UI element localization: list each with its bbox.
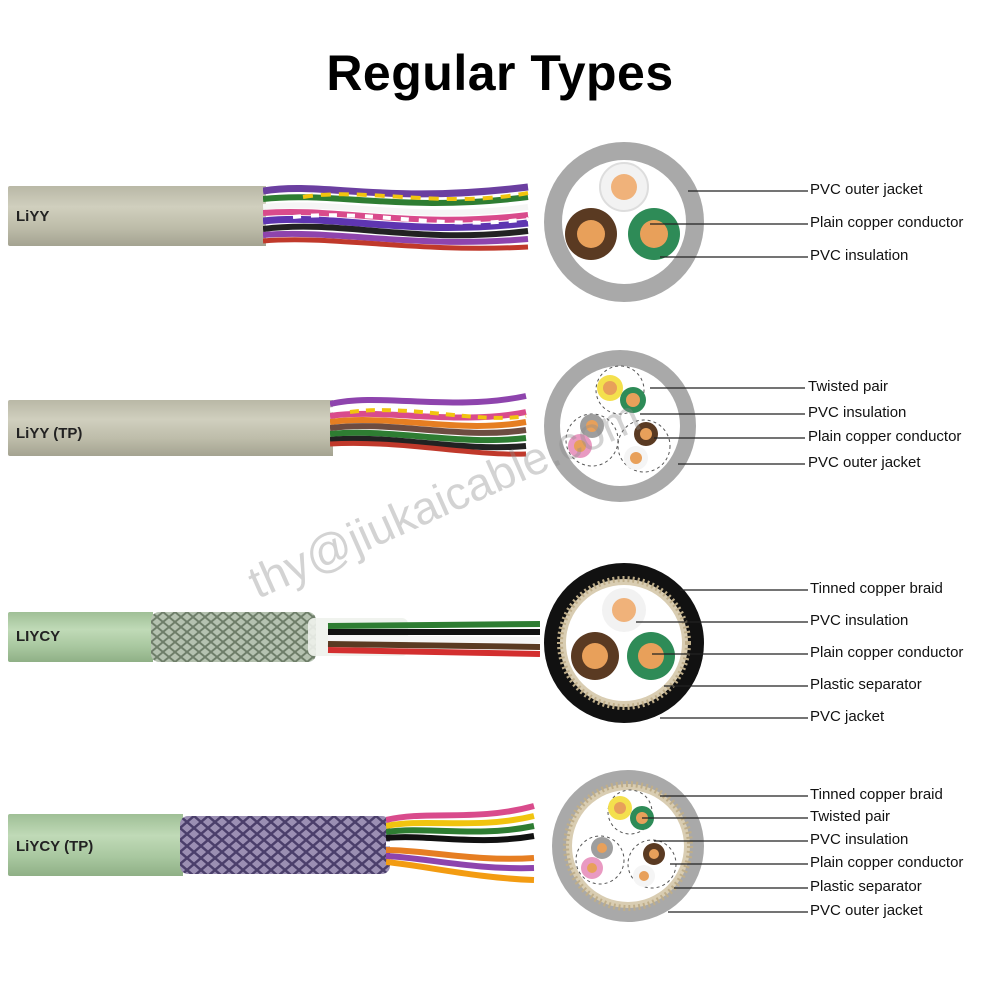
label-insulation: PVC insulation: [810, 247, 909, 264]
cable-jacket: [8, 400, 333, 456]
cable-row-liycy: LIYCY: [0, 563, 1000, 725]
exposed-wires: [386, 803, 535, 883]
label-copper-conductor: Plain copper conductor: [808, 428, 962, 445]
cross-section-liycy: [544, 563, 704, 723]
exposed-wires: [330, 393, 527, 457]
cable-photo-liycy: LIYCY: [8, 608, 540, 668]
cable-photo-liyy: LiYY: [8, 182, 529, 252]
braid-shield: [180, 816, 390, 874]
leader-lines: [636, 589, 808, 719]
braid-shield: [151, 612, 316, 662]
leader-lines: [640, 387, 805, 465]
label-outer-jacket: PVC outer jacket: [810, 902, 923, 919]
label-copper-conductor: Plain copper conductor: [810, 854, 964, 871]
label-copper-conductor: Plain copper conductor: [810, 214, 964, 231]
label-twisted-pair: Twisted pair: [810, 808, 891, 825]
leader-lines: [642, 795, 808, 913]
cable-photo-liyy-tp: LiYY (TP): [8, 392, 528, 462]
exposed-wires: [263, 183, 529, 251]
cable-row-liyy: LiYY: [0, 142, 1000, 302]
label-outer-jacket: PVC outer jacket: [808, 454, 921, 471]
label-tinned-braid: Tinned copper braid: [810, 580, 943, 597]
cable-row-liyy-tp: LiYY (TP): [0, 350, 1000, 502]
label-tinned-braid: Tinned copper braid: [810, 786, 943, 803]
cable-name: LiYCY (TP): [16, 838, 94, 855]
cable-jacket: [8, 612, 153, 662]
label-plastic-separator: Plastic separator: [810, 878, 922, 895]
cable-jacket: [8, 814, 183, 876]
cable-name: LiYY: [16, 208, 50, 225]
cable-name: LiYY (TP): [16, 425, 83, 442]
leader-lines: [650, 190, 808, 258]
cable-jacket: [8, 186, 266, 246]
page-title: Regular Types: [326, 45, 674, 101]
label-twisted-pair: Twisted pair: [808, 378, 889, 395]
cross-section-liyy: [544, 142, 704, 302]
label-outer-jacket: PVC outer jacket: [810, 181, 923, 198]
label-insulation: PVC insulation: [810, 831, 909, 848]
cable-row-liycy-tp: LiYCY (TP): [0, 770, 1000, 930]
label-jacket: PVC jacket: [810, 708, 885, 725]
exposed-wires: [308, 618, 540, 657]
label-insulation: PVC insulation: [810, 612, 909, 629]
label-copper-conductor: Plain copper conductor: [810, 644, 964, 661]
cable-name: LIYCY: [16, 628, 61, 645]
label-plastic-separator: Plastic separator: [810, 676, 922, 693]
cable-photo-liycy-tp: LiYCY (TP): [8, 800, 538, 883]
label-insulation: PVC insulation: [808, 404, 907, 421]
